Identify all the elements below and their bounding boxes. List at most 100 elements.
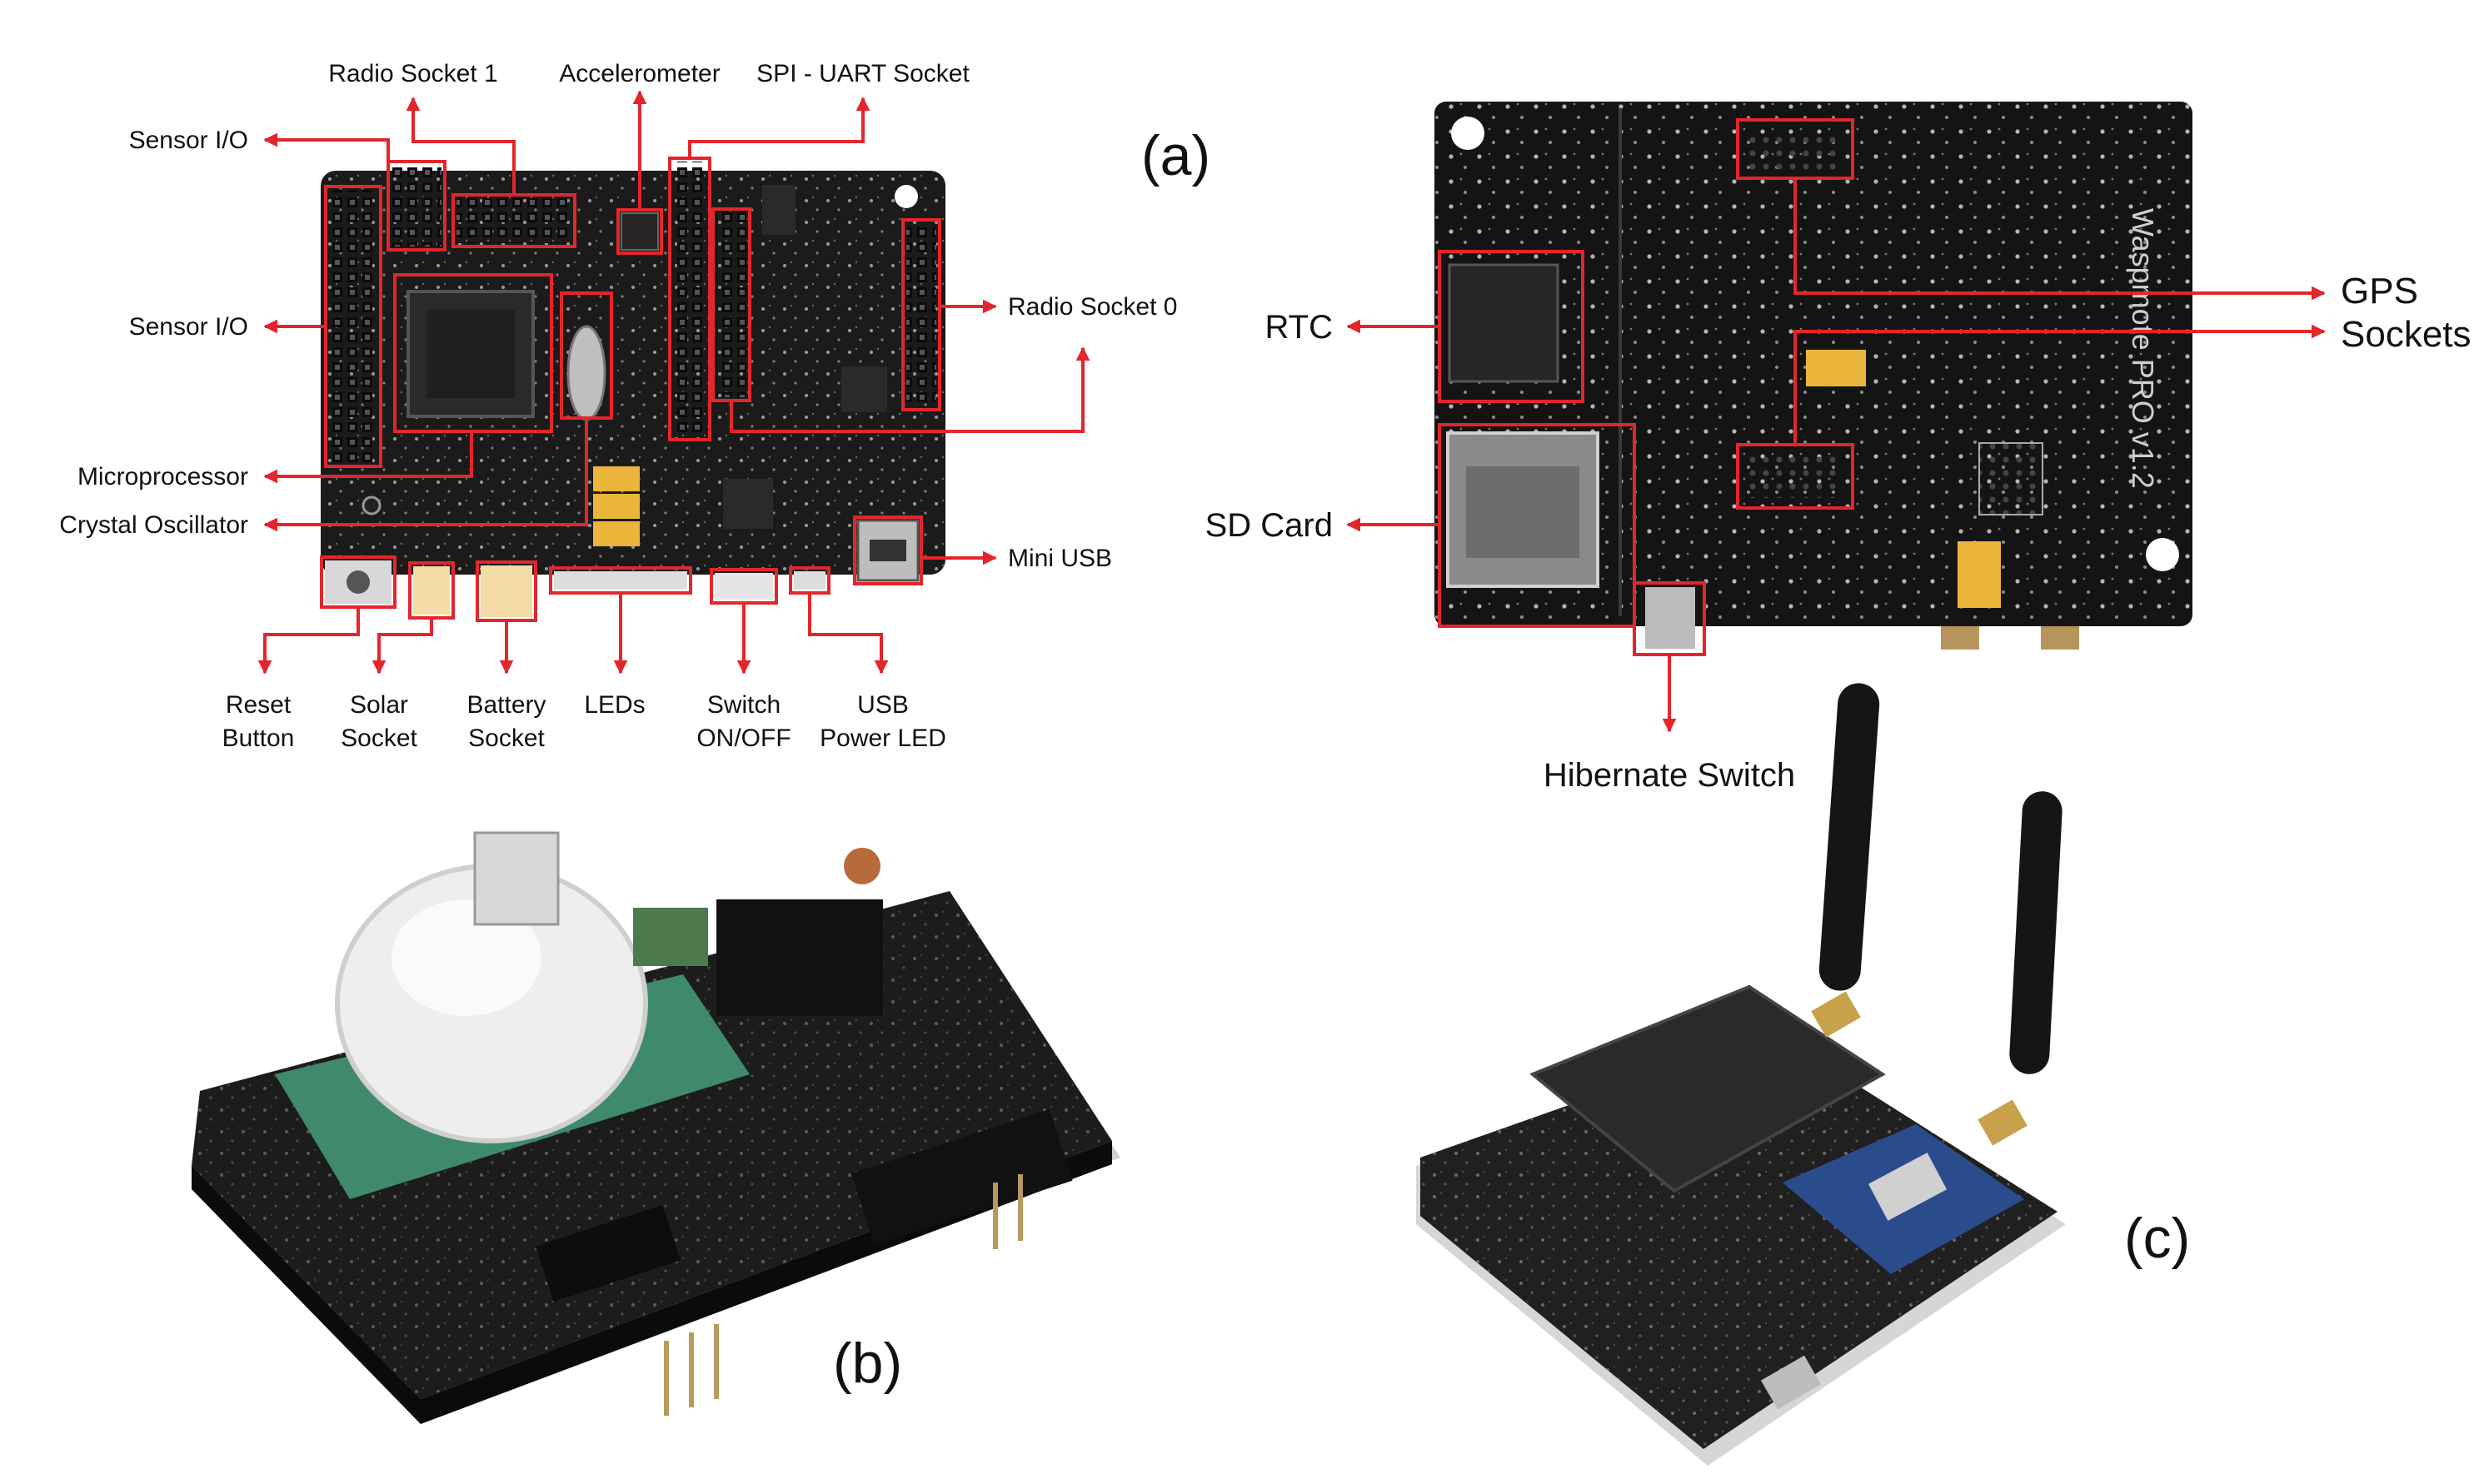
mount-hole (2146, 538, 2179, 571)
label-reset-button-1: Reset (226, 691, 292, 719)
mini-usb-slot (870, 540, 906, 561)
label-crystal-oscillator: Crystal Oscillator (59, 511, 248, 539)
label-accelerometer: Accelerometer (559, 60, 720, 87)
pin-block (1978, 442, 2043, 515)
label-reset-button-2: Button (222, 725, 295, 752)
led-strip (554, 571, 687, 590)
callout-crystal (263, 418, 588, 532)
spi-uart-header (673, 162, 706, 436)
label-switch-2: ON/OFF (696, 725, 791, 752)
microprocessor-die (426, 310, 515, 398)
mount-hole (895, 185, 918, 208)
crystal-oscillator (566, 325, 606, 421)
label-solar-socket-1: Solar (350, 691, 408, 719)
radio-socket-0-header (906, 223, 936, 406)
capacitor (593, 521, 640, 546)
mount-hole (1451, 117, 1484, 150)
callout-gps-top (1793, 178, 2326, 301)
sensor-io-header (329, 190, 377, 463)
capacitor (593, 466, 640, 491)
reset-button-cap (347, 570, 370, 594)
highlight-mini-usb (853, 515, 923, 585)
callout-sensor-io-top (263, 132, 390, 200)
dip-switch (850, 1109, 1073, 1245)
callout-gps-bottom (1793, 324, 2326, 445)
assembled-node-photo (1416, 683, 2066, 1466)
ldr-sensor (844, 848, 880, 884)
header-block (716, 899, 883, 1016)
board-front-texture (321, 171, 945, 575)
label-switch-1: Switch (707, 691, 781, 719)
sensor-board-photo (192, 831, 1120, 1424)
label-sensor-io-top: Sensor I/O (129, 127, 248, 154)
label-radio-socket-1: Radio Socket 1 (328, 60, 497, 87)
label-sensor-io-mid: Sensor I/O (129, 313, 248, 341)
label-leds: LEDs (584, 691, 645, 719)
label-radio-socket-0: Radio Socket 0 (1008, 293, 1177, 321)
callout-usb-led (808, 593, 889, 675)
gps-socket-top (1743, 133, 1843, 175)
battery-socket (481, 565, 532, 617)
accelerometer-chip (621, 212, 659, 251)
pir-dome-highlight (392, 899, 541, 1016)
capacitor (1958, 541, 2001, 608)
label-gps-2: Sockets (2341, 314, 2472, 355)
label-usb-power-led-2: Power LED (820, 725, 946, 752)
board-back-group: Waspmote PRO v1.2 RTC SD Card GPS (1205, 102, 2472, 794)
label-usb-power-led-1: USB (857, 691, 909, 719)
gps-socket-bottom (1743, 456, 1843, 498)
callout-spi-uart (688, 97, 870, 158)
capacitor (1806, 350, 1866, 386)
edge-connector (2041, 626, 2079, 650)
ic-chip (536, 1204, 681, 1302)
terminal-block (633, 908, 708, 966)
edge-connector (1941, 626, 1979, 650)
panel-label-a: (a) (1141, 124, 1210, 187)
callout-microprocessor (263, 431, 473, 484)
panel-label-b: (b) (833, 1332, 902, 1395)
antenna-left (1818, 683, 1880, 991)
pin-legs (664, 1174, 1023, 1416)
hibernate-switch (1645, 587, 1695, 649)
label-sd-card: SD Card (1205, 507, 1333, 544)
label-battery-socket-1: Battery (466, 691, 546, 719)
label-mini-usb: Mini USB (1008, 545, 1112, 572)
on-off-switch (715, 573, 773, 600)
callout-radio-socket-1 (406, 97, 516, 195)
board-back-print: Waspmote PRO v1.2 (2126, 208, 2160, 489)
highlight-sensor-io-top (387, 160, 446, 251)
label-gps-1: GPS (2341, 271, 2418, 311)
node-usb-port (1761, 1355, 1821, 1410)
label-microprocessor: Microprocessor (77, 463, 248, 491)
ic-chip (723, 479, 773, 529)
sensor-board-texture (192, 891, 1112, 1399)
callout-reset (257, 607, 360, 675)
label-spi-uart-socket: SPI - UART Socket (756, 60, 970, 87)
mount-hole (362, 495, 382, 515)
antenna-right (2009, 791, 2063, 1074)
humidity-sensor (473, 831, 560, 926)
rtc-chip (1448, 263, 1559, 383)
node-radio-board (1529, 984, 1886, 1193)
label-rtc: RTC (1265, 309, 1333, 346)
sensor-io-top-header (392, 165, 441, 247)
ic-chip (841, 366, 887, 412)
radio-socket-1-header (456, 198, 571, 243)
label-battery-socket-2: Socket (468, 725, 545, 752)
ic-chip (762, 185, 796, 235)
usb-power-led (794, 571, 826, 590)
antenna-connector (1978, 1099, 2028, 1146)
node-radio-chip (1868, 1153, 1948, 1221)
inner-header (716, 212, 746, 397)
panel-label-c: (c) (2124, 1207, 2190, 1270)
solar-socket (413, 566, 450, 615)
highlight-radio-socket-0 (901, 218, 941, 411)
capacitor (593, 494, 640, 519)
board-front-group: Radio Socket 1 Accelerometer SPI - UART … (59, 60, 1177, 752)
sd-card-inner (1466, 466, 1579, 558)
label-solar-socket-2: Socket (341, 725, 417, 752)
antenna-connector (1811, 991, 1861, 1038)
label-hibernate-switch: Hibernate Switch (1544, 757, 1795, 794)
callout-solar (372, 618, 433, 675)
